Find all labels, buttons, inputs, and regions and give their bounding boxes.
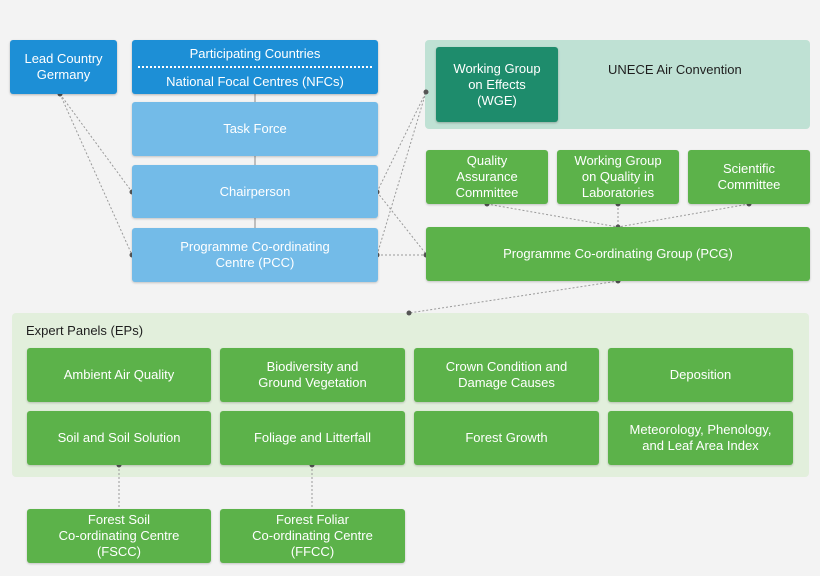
ep-biodiversity: Biodiversity and Ground Vegetation [220,348,405,402]
ep-foliage-litterfall: Foliage and Litterfall [220,411,405,465]
unece-title: UNECE Air Convention [608,62,742,77]
ffcc-box: Forest Foliar Co-ordinating Centre (FFCC… [220,509,405,563]
lead-country-box: Lead Country Germany [10,40,117,94]
connector-chairperson-wge [376,91,427,193]
scientific-committee-box: Scientific Committee [688,150,810,204]
wge-box: Working Group on Effects (WGE) [436,47,558,122]
task-force-box: Task Force [132,102,378,156]
participating-countries-box: Participating Countries National Focal C… [132,40,378,94]
connector-pcg-eps [408,280,619,314]
fscc-box: Forest Soil Co-ordinating Centre (FSCC) [27,509,211,563]
connector-lead-chairperson [59,93,133,193]
connector-chairperson-pcg [376,191,427,255]
ep-soil-solution: Soil and Soil Solution [27,411,211,465]
working-group-quality-labs-box: Working Group on Quality in Laboratories [557,150,679,204]
connector-lead-pcc [59,93,133,256]
expert-panels-title: Expert Panels (EPs) [26,323,144,338]
nfc-label: National Focal Centres (NFCs) [166,74,344,89]
dotted-divider [138,66,372,68]
connector-sc-pcg [617,203,750,228]
quality-assurance-committee-box: Quality Assurance Committee [426,150,548,204]
ep-deposition: Deposition [608,348,793,402]
connector-pcc-wge [376,91,427,256]
pcc-box: Programme Co-ordinating Centre (PCC) [132,228,378,282]
ep-meteorology: Meteorology, Phenology, and Leaf Area In… [608,411,793,465]
participating-countries-label: Participating Countries [189,46,321,61]
chairperson-box: Chairperson [132,165,378,218]
ep-ambient-air-quality: Ambient Air Quality [27,348,211,402]
ep-forest-growth: Forest Growth [414,411,599,465]
ep-crown-condition: Crown Condition and Damage Causes [414,348,599,402]
pcg-box: Programme Co-ordinating Group (PCG) [426,227,810,281]
connector-qac-pcg [486,203,619,228]
